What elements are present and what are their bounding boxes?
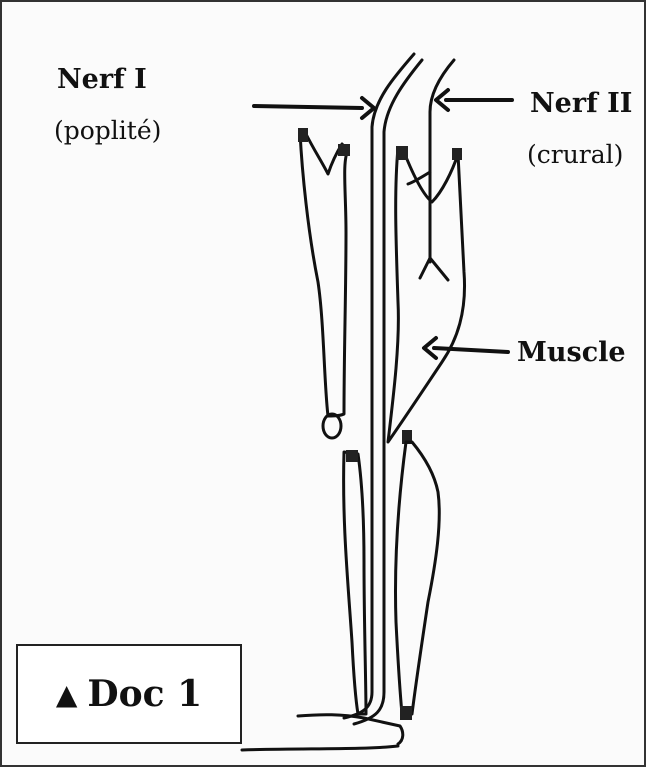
triangle-icon: ▲: [56, 678, 78, 711]
muscle-main: [388, 148, 465, 442]
nerf-1-label: Nerf I: [57, 64, 147, 95]
nerf-2-line: [430, 60, 454, 262]
doc-caption-box: ▲ Doc 1: [16, 644, 242, 744]
foot-line: [298, 715, 403, 744]
arrow-nerf-2: [436, 90, 512, 110]
doc-title: Doc 1: [87, 673, 202, 715]
tendon-rs: [400, 706, 412, 720]
tendon-tr1: [396, 146, 408, 160]
arrow-muscle: [424, 338, 508, 358]
left-thigh-muscle: [300, 132, 348, 416]
tendon-tl1: [298, 128, 308, 142]
nerf-2-branch-right: [430, 258, 448, 280]
nerf-2-label: Nerf II: [530, 88, 632, 119]
arrow-nerf-1: [254, 98, 374, 118]
right-shank-muscle: [395, 442, 439, 714]
tendon-tr2: [452, 148, 462, 160]
nerf-2-branch-left: [420, 258, 430, 278]
left-shank-muscle: [344, 452, 366, 714]
tendon-ls: [346, 450, 358, 462]
nerf-1-sublabel: (poplité): [54, 117, 161, 146]
tendon-tl2: [338, 144, 350, 156]
nerf-2-sublabel: (crural): [527, 141, 623, 170]
knee-joint: [323, 414, 341, 438]
muscle-label: Muscle: [517, 337, 626, 368]
ground-line: [242, 746, 398, 750]
